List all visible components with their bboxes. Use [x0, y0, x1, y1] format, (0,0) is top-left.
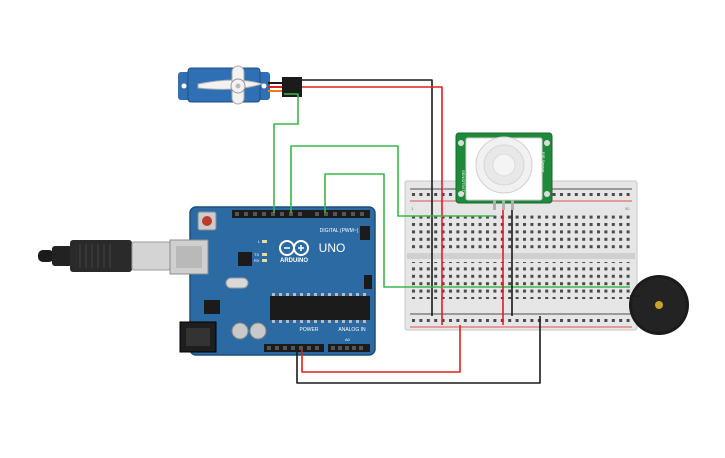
atmega-chip	[270, 293, 370, 323]
analog-label: ANALOG IN	[338, 327, 366, 333]
wire-arduino-5v	[301, 325, 461, 373]
power-label: POWER	[300, 327, 319, 333]
pir-label: PIR Sensor	[541, 152, 546, 173]
usb-cable	[38, 240, 171, 272]
breadboard-row-1-label: 1	[411, 206, 414, 211]
wire-servo-vcc	[302, 86, 443, 325]
led-tx-label: TX	[254, 252, 259, 257]
piezo-buzzer	[629, 275, 689, 335]
led-rx-label: RX	[254, 258, 260, 263]
arduino-logo	[279, 240, 309, 256]
led-l-label: L	[258, 239, 261, 244]
breadboard: 1 30	[404, 180, 638, 331]
analog-pins-label: A0	[345, 337, 351, 342]
pir-rev-label: Rev B	[535, 152, 540, 163]
arduino-model: UNO	[319, 241, 346, 255]
wires	[273, 79, 640, 384]
arduino-brand: ARDUINO	[280, 258, 308, 264]
wire-servo-gnd	[302, 79, 433, 316]
breadboard-row-30-label: 30	[625, 206, 630, 211]
digital-label: DIGITAL (PWM~)	[320, 228, 359, 234]
wire-servo-signal	[273, 93, 299, 213]
arduino-uno-board: DIGITAL (PWM~) ARDUINO UNO L TX RX	[169, 206, 376, 356]
servo-motor	[178, 65, 302, 105]
wire-buzzer-signal	[324, 173, 630, 288]
wire-pir-signal	[290, 145, 494, 217]
pir-sensitivity-label: SENSITIVITY	[461, 170, 466, 195]
pir-sensor: PIR Sensor Rev B SENSITIVITY	[455, 132, 553, 210]
wire-arduino-gnd	[296, 316, 541, 384]
